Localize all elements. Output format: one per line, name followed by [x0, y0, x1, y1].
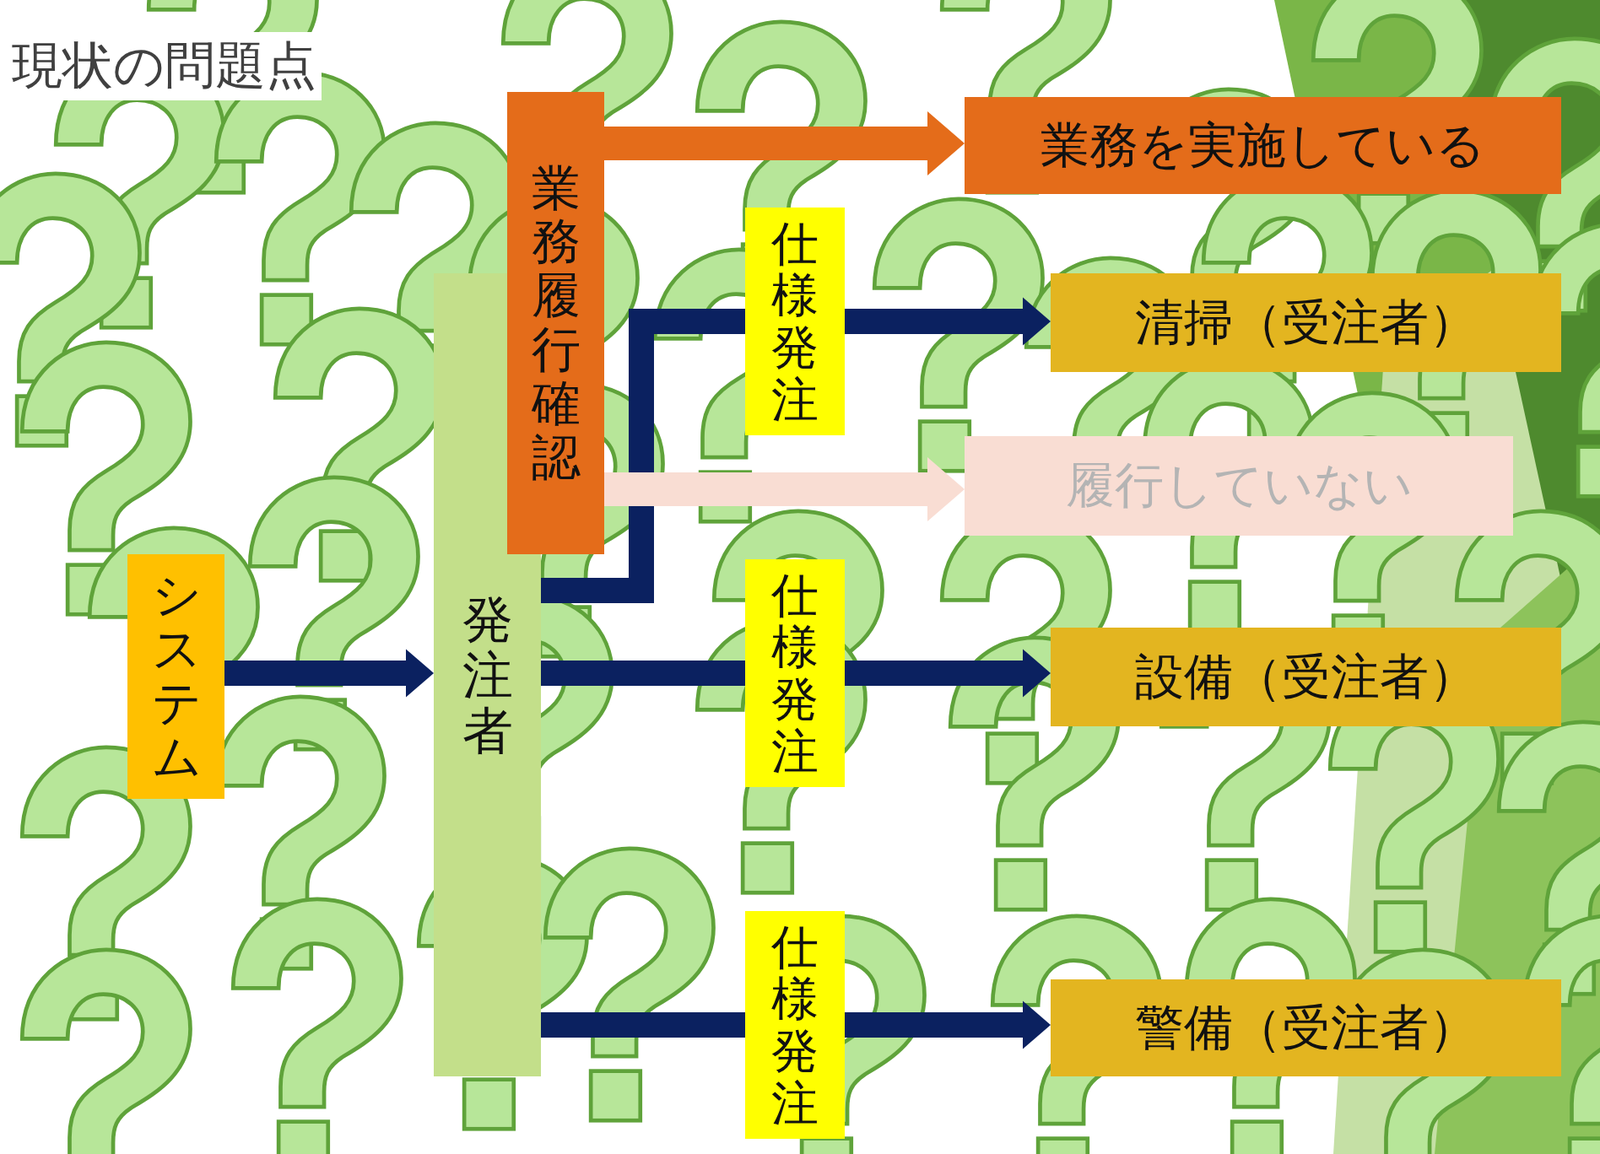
check-box: 業務履行確認 — [507, 91, 605, 555]
arrow-shaft — [604, 472, 930, 507]
flow-arrow — [604, 111, 965, 176]
question-mark — [21, 950, 190, 1154]
question-mark — [545, 848, 714, 1121]
node-text: 業務履行確認 — [531, 162, 581, 486]
flow-arrow — [604, 457, 965, 522]
contractor-box: 警備（受注者） — [1050, 979, 1562, 1077]
arrowhead — [405, 649, 434, 698]
arrow-shaft — [224, 660, 408, 687]
arrowhead — [1022, 297, 1051, 346]
edge-label: 仕様発注 — [771, 921, 819, 1130]
node-text: 業務を実施している — [1040, 113, 1486, 179]
arrowhead — [1022, 649, 1051, 698]
result-box-faded: 履行していない — [964, 436, 1514, 536]
arrowhead — [1022, 1001, 1051, 1050]
arrow-shaft — [604, 126, 930, 161]
order-label-box: 仕様発注 — [745, 911, 845, 1140]
node-text: システム — [151, 568, 201, 784]
order-label-box: 仕様発注 — [745, 207, 845, 436]
edge-label: 仕様発注 — [771, 569, 819, 778]
node-text: 履行していない — [1065, 453, 1413, 519]
node-text: 警備（受注者） — [1135, 995, 1478, 1062]
slide-title: 現状の問題点 — [6, 32, 322, 101]
question-mark — [874, 199, 1043, 471]
contractor-box: 清掃（受注者） — [1050, 273, 1562, 373]
flow-arrow — [224, 649, 434, 698]
system-box: システム — [127, 554, 225, 800]
arrowhead — [927, 111, 965, 176]
contractor-box: 設備（受注者） — [1050, 627, 1562, 727]
node-text: 清掃（受注者） — [1135, 290, 1478, 357]
node-text: 設備（受注者） — [1135, 644, 1478, 711]
result-box: 業務を実施している — [964, 97, 1562, 195]
question-mark — [232, 899, 401, 1154]
edge-label: 仕様発注 — [771, 217, 819, 426]
order-label-box: 仕様発注 — [745, 559, 845, 788]
node-text: 発注者 — [462, 591, 514, 759]
arrowhead — [927, 457, 965, 522]
